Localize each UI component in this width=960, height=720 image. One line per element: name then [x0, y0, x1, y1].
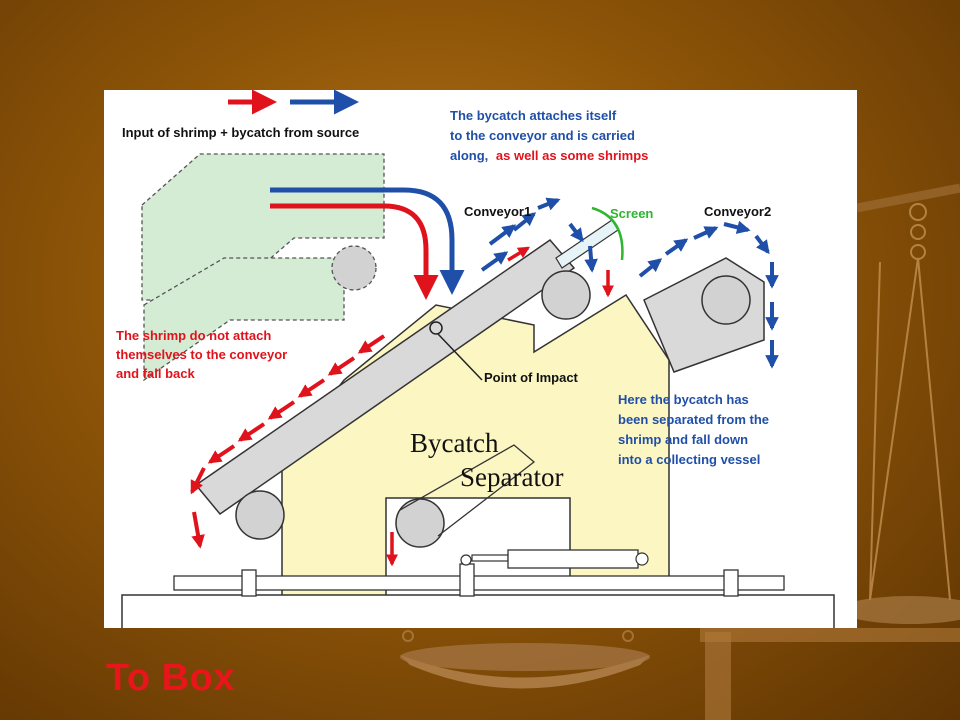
- screen-pointer: [591, 206, 624, 261]
- slide-caption: To Box: [106, 657, 235, 699]
- conveyor1-lower-roller: [235, 490, 285, 540]
- bycatch-note-line2: to the conveyor and is carried: [450, 128, 635, 143]
- separator-title-line1: Bycatch: [410, 428, 499, 458]
- conveyor2-carry-arrows: [638, 258, 663, 278]
- conveyor2-label: Conveyor2: [704, 204, 771, 219]
- shrimp-input-arrow: [270, 203, 439, 300]
- bycatch-note-line1: The bycatch attaches itself: [450, 108, 617, 123]
- shrimp-note-line3: and fall back: [116, 366, 196, 381]
- input-title: Input of shrimp + bycatch from source: [122, 125, 359, 140]
- bycatch-carry-arrows: [480, 251, 509, 272]
- conveyor1-upper-roller: [541, 270, 591, 320]
- base-frame: [121, 594, 835, 628]
- conveyor2-roller: [701, 275, 751, 325]
- chute-roller: [331, 245, 377, 291]
- input-chute-lower: [143, 257, 345, 382]
- bycatch-input-arrow: [270, 187, 465, 295]
- conveyor1-belt: [194, 238, 576, 516]
- separator-lower-roller: [395, 498, 445, 548]
- separated-note-line2: been separated from the: [618, 412, 769, 427]
- conveyor1-label: Conveyor1: [464, 204, 531, 219]
- shrimp-fallback-arrows: [357, 334, 386, 354]
- screen-label: Screen: [610, 206, 653, 221]
- shrimp-note-line2: themselves to the conveyor: [116, 347, 287, 362]
- separated-note-line3: shrimp and fall down: [618, 432, 748, 447]
- separated-note-line4: into a collecting vessel: [618, 452, 760, 467]
- impact-leader-line: [437, 333, 483, 381]
- separated-note-line1: Here the bycatch has: [618, 392, 749, 407]
- impact-label: Point of Impact: [484, 370, 579, 385]
- impact-point: [429, 321, 443, 335]
- shrimp-note-line1: The shrimp do not attach: [116, 328, 271, 343]
- bycatch-note-line3: along, as well as some shrimps: [450, 148, 648, 163]
- slide-rail: [173, 575, 785, 591]
- bycatch-separator-diagram: Input of shrimp + bycatch from source Th…: [104, 90, 857, 628]
- actuator-cylinder: [460, 549, 649, 569]
- screen: [555, 219, 619, 269]
- separator-title-line2: Separator: [460, 462, 563, 492]
